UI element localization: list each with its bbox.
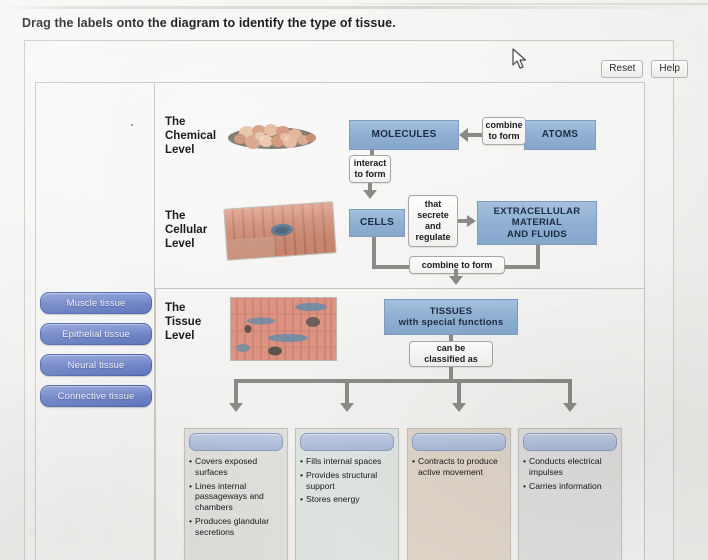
arrowhead-to-tissues-icon xyxy=(449,276,463,285)
connector-branch-4 xyxy=(568,379,572,405)
arrowhead-to-cells-icon xyxy=(363,190,377,199)
drag-label-epithelial-tissue[interactable]: Epithelial tissue xyxy=(40,323,152,345)
bullet-text: Fills internal spaces xyxy=(306,456,382,466)
stray-mark xyxy=(131,124,133,126)
box-atoms: ATOMS xyxy=(524,120,596,150)
result-card-epithelial-functions: •Covers exposed surfaces •Lines internal… xyxy=(189,456,283,538)
page-top-edge xyxy=(0,6,708,9)
toolbar: Reset Help xyxy=(601,60,688,78)
connector-secrete-to-extracellular xyxy=(458,219,469,223)
label-bank: Muscle tissue Epithelial tissue Neural t… xyxy=(40,292,152,407)
result-card-neural: •Conducts electrical impulses •Carries i… xyxy=(518,428,622,560)
drag-label-muscle-tissue[interactable]: Muscle tissue xyxy=(40,292,152,314)
tissue-level-title: The Tissue Level xyxy=(165,302,202,343)
tissue-level-frame xyxy=(155,288,645,560)
bullet-text: Produces glandular secretions xyxy=(195,516,270,537)
bullet-text: Covers exposed surfaces xyxy=(195,456,258,477)
bullet-text: Conducts electrical impulses xyxy=(529,456,602,477)
bullet-glyph-icon: • xyxy=(300,469,304,480)
result-card-epithelial: •Covers exposed surfaces •Lines internal… xyxy=(184,428,288,560)
bullet-text: Carries information xyxy=(529,480,602,491)
box-molecules: MOLECULES xyxy=(349,120,459,150)
connector-to-tissues xyxy=(454,269,458,278)
drag-label-connective-tissue[interactable]: Connective tissue xyxy=(40,385,152,407)
bullet-text: Contracts to produce active movement xyxy=(418,456,498,477)
bullet-glyph-icon: • xyxy=(189,480,193,491)
result-card-muscle-functions: •Contracts to produce active movement xyxy=(412,456,506,478)
bullet-text: Provides structural support xyxy=(306,469,378,491)
connector-branch-1 xyxy=(234,379,238,405)
dropzone-connective[interactable] xyxy=(300,433,394,451)
dropzone-neural[interactable] xyxy=(523,433,617,451)
connector-tissues-down xyxy=(449,335,453,343)
connector-bus-horizontal xyxy=(234,379,572,383)
result-card-muscle: •Contracts to produce active movement xyxy=(407,428,511,560)
arrowhead-branch-4-icon xyxy=(563,403,577,412)
box-cells: CELLS xyxy=(349,209,405,237)
arrowhead-to-molecules-icon xyxy=(459,128,468,142)
help-button[interactable]: Help xyxy=(651,60,688,78)
connector-to-cells xyxy=(368,183,372,192)
cellular-level-title: The Cellular Level xyxy=(165,210,208,251)
organization-levels-diagram: The Chemical Level MOLECULES ATOMS xyxy=(155,83,645,560)
dropzone-muscle[interactable] xyxy=(412,433,506,451)
molecule-cluster-image xyxy=(227,119,317,153)
arrowhead-branch-1-icon xyxy=(229,403,243,412)
bullet-glyph-icon: • xyxy=(523,480,527,491)
connector-label-interact-to-form: interact to form xyxy=(349,155,391,183)
bullet-glyph-icon: • xyxy=(300,494,304,505)
connector-bus-stem xyxy=(449,367,453,383)
reset-button[interactable]: Reset xyxy=(601,60,644,78)
connector-combine-to-molecules xyxy=(468,133,483,137)
connector-label-that-secrete-and-regulate: that secrete and regulate xyxy=(408,195,458,247)
result-card-neural-functions: •Conducts electrical impulses •Carries i… xyxy=(523,456,617,491)
result-card-connective: •Fills internal spaces •Provides structu… xyxy=(295,428,399,560)
bullet-glyph-icon: • xyxy=(300,456,304,466)
connector-label-can-be-classified-as: can be classified as xyxy=(409,341,493,367)
connector-branch-2 xyxy=(345,379,349,405)
bullet-glyph-icon: • xyxy=(523,456,527,466)
mouse-cursor-icon xyxy=(512,48,528,75)
drag-label-neural-tissue[interactable]: Neural tissue xyxy=(40,354,152,376)
arrowhead-branch-3-icon xyxy=(452,403,466,412)
box-extracellular-material-and-fluids: EXTRACELLULAR MATERIAL AND FLUIDS xyxy=(477,201,597,245)
connector-cells-down xyxy=(372,237,376,269)
tissue-micrograph-image xyxy=(230,297,337,361)
connector-branch-3 xyxy=(457,379,461,405)
bullet-glyph-icon: • xyxy=(412,456,416,466)
bullet-text: Stores energy xyxy=(306,494,360,505)
instruction-text: Drag the labels onto the diagram to iden… xyxy=(22,16,396,30)
arrowhead-branch-2-icon xyxy=(340,403,354,412)
bank-divider xyxy=(154,83,155,560)
page-top-edge-secondary xyxy=(330,3,708,5)
dropzone-epithelial[interactable] xyxy=(189,433,283,451)
arrowhead-to-extracellular-icon xyxy=(467,215,476,227)
result-card-connective-functions: •Fills internal spaces •Provides structu… xyxy=(300,456,394,505)
chemical-level-title: The Chemical Level xyxy=(165,116,217,157)
connector-extracellular-down xyxy=(536,245,540,269)
muscle-cell-image xyxy=(223,201,337,261)
bullet-glyph-icon: • xyxy=(189,456,193,466)
connector-label-combine-to-form: combine to form xyxy=(482,117,526,145)
bullet-text: Lines internal passageways and chambers xyxy=(195,480,264,513)
bullet-glyph-icon: • xyxy=(189,516,193,527)
box-tissues-with-special-functions: TISSUES with special functions xyxy=(384,299,518,335)
